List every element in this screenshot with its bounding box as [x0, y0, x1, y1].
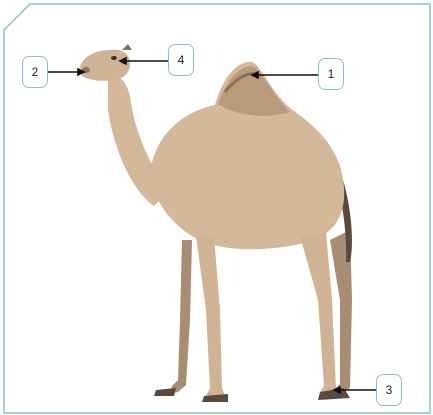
- callout-1: 1: [318, 58, 344, 90]
- camel-neck: [108, 72, 170, 206]
- camel-near-legs: [196, 232, 342, 402]
- arrow-2: [48, 69, 84, 75]
- callout-2: 2: [22, 56, 48, 88]
- callout-3: 3: [376, 374, 402, 406]
- callout-4: 4: [168, 44, 194, 76]
- arrow-3: [334, 387, 376, 393]
- camel-head: [80, 50, 130, 81]
